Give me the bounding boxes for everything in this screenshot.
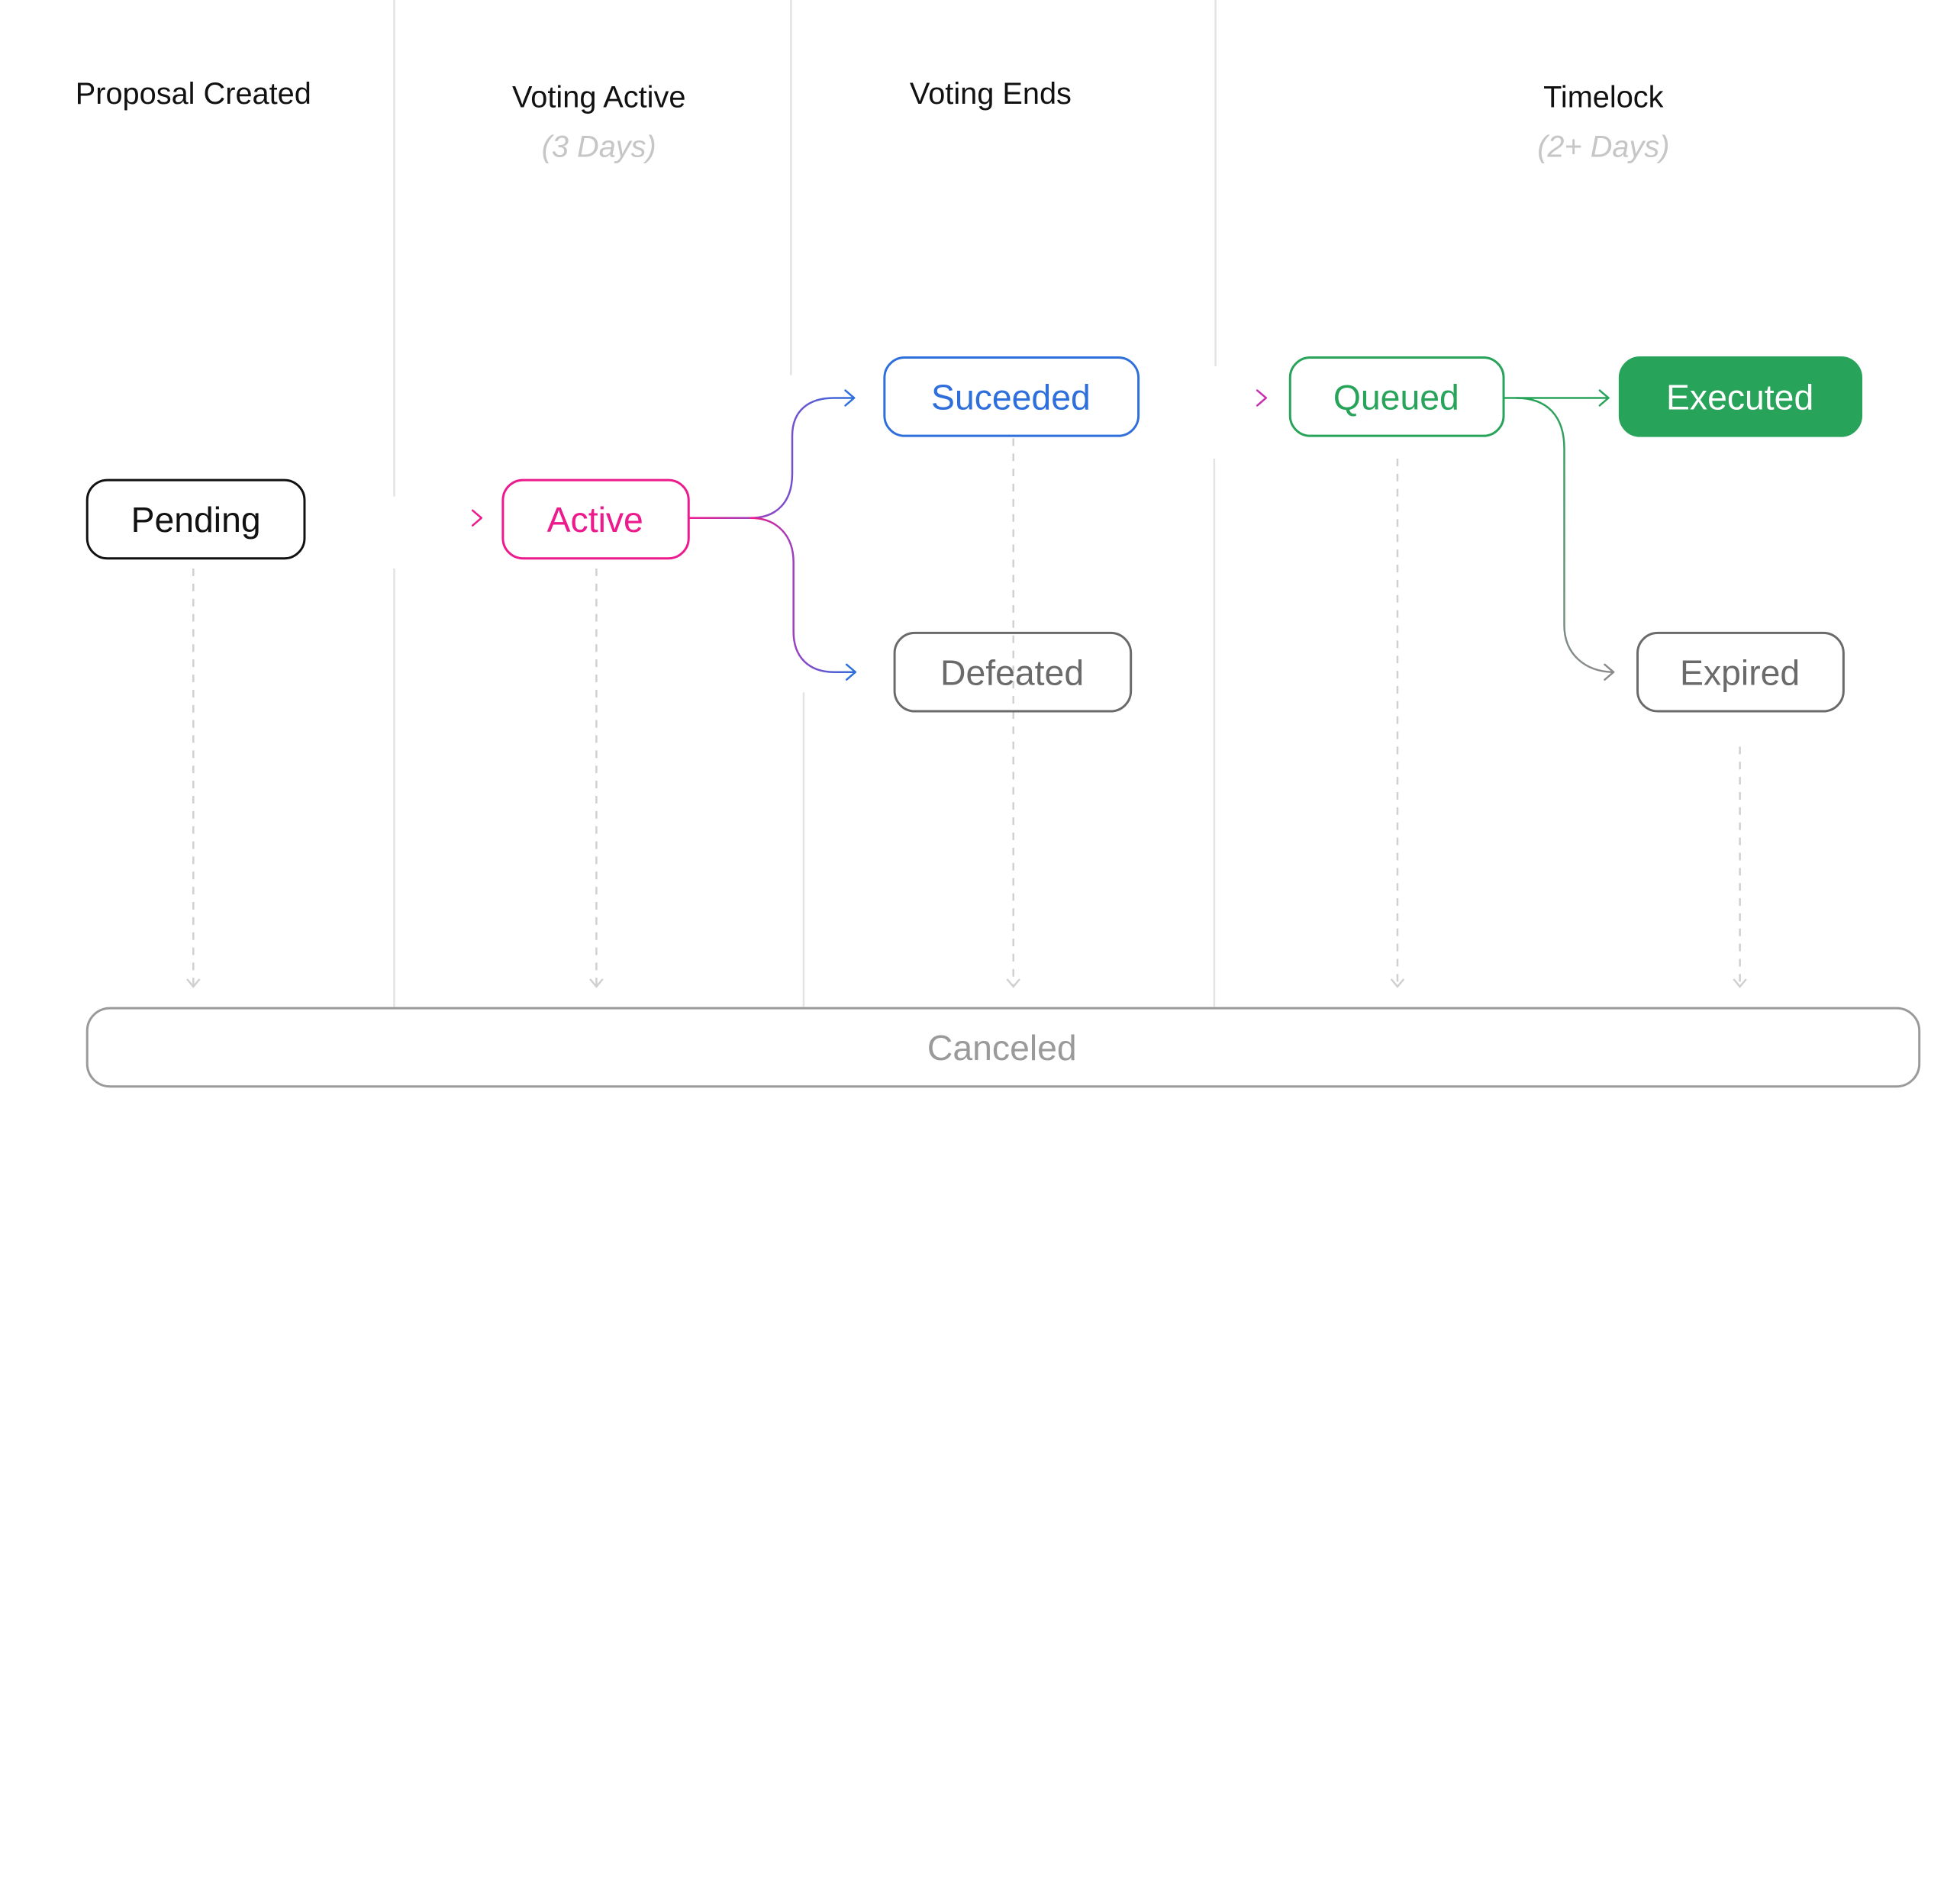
state-nodes: Pending Active Suceeded Defeated Queued … [85, 356, 1921, 1088]
state-defeated: Defeated [893, 631, 1133, 713]
diagram-canvas: Proposal Created Voting Active (3 Days) … [76, 0, 1921, 1088]
state-expired: Expired [1636, 631, 1845, 713]
cancel-paths [186, 438, 1747, 988]
state-succeeded-box [883, 356, 1140, 437]
phase-title-voting-active: Voting Active [512, 81, 685, 114]
phase-title-proposal-created: Proposal Created [76, 77, 311, 111]
phase-title-voting-ends: Voting Ends [910, 77, 1072, 111]
state-pending: Pending [85, 478, 306, 560]
arrowhead-queued [1256, 389, 1268, 407]
arrowhead-active [471, 509, 482, 527]
state-defeated-box [893, 631, 1133, 713]
arrowhead-executed [1598, 389, 1610, 407]
state-active-label: Active [547, 500, 643, 540]
transition-arrows [303, 389, 1615, 681]
phase-subtitle-timelock: (2+ Days) [1537, 130, 1669, 163]
phase-dividers [393, 0, 1217, 1007]
state-executed-box [1618, 356, 1863, 437]
arrowhead-succeeded [844, 389, 856, 407]
arrow-queued-to-expired [1515, 397, 1615, 673]
arrow-active-to-defeated [750, 517, 857, 673]
phase-subtitle-voting-active: (3 Days) [542, 130, 656, 163]
arrow-active-to-succeeded [688, 397, 856, 519]
state-succeeded: Suceeded [883, 356, 1140, 437]
phase-title-timelock: Timelock [1543, 81, 1664, 114]
state-executed-label: Executed [1666, 377, 1813, 417]
state-active-box [501, 478, 690, 560]
state-canceled: Canceled [85, 1007, 1921, 1088]
cancel-arrowhead-active [589, 978, 604, 988]
state-defeated-label: Defeated [940, 652, 1084, 692]
state-queued-box [1288, 356, 1505, 437]
state-queued-label: Queued [1333, 377, 1459, 417]
phase-headers: Proposal Created Voting Active (3 Days) … [76, 77, 1670, 164]
state-executed: Executed [1618, 356, 1863, 437]
state-succeeded-label: Suceeded [931, 377, 1091, 417]
state-pending-box [85, 478, 306, 560]
state-expired-label: Expired [1680, 652, 1800, 692]
cancel-arrowhead-succeeded [1006, 978, 1020, 988]
state-pending-label: Pending [131, 500, 261, 540]
state-active: Active [501, 478, 690, 560]
state-canceled-box [85, 1007, 1921, 1088]
cancel-arrowhead-expired [1733, 978, 1747, 988]
state-queued: Queued [1288, 356, 1505, 437]
arrowhead-defeated [845, 663, 857, 681]
cancel-arrowhead-queued [1390, 978, 1405, 988]
arrowhead-expired [1604, 663, 1615, 681]
state-expired-box [1636, 631, 1845, 713]
state-canceled-label: Canceled [927, 1028, 1077, 1068]
cancel-arrowhead-pending [186, 978, 201, 988]
